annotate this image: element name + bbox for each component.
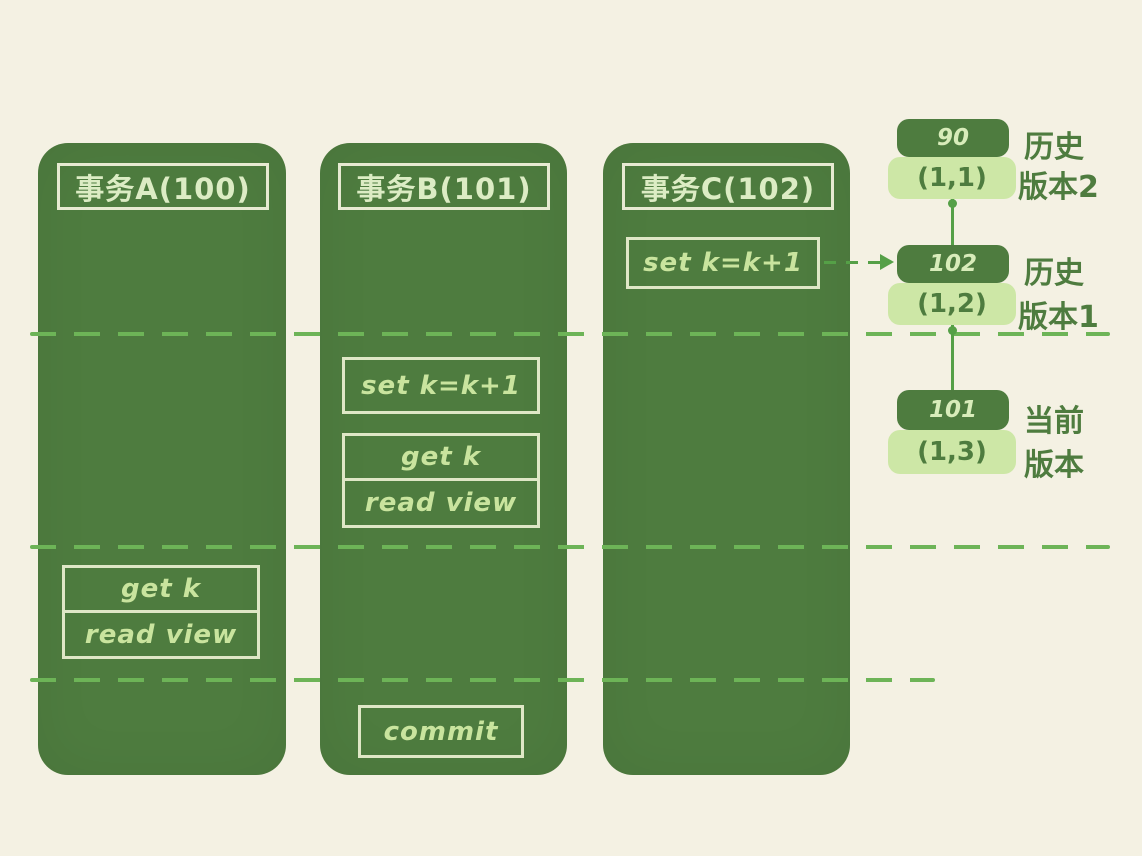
version1-value: (1,2) xyxy=(888,283,1016,325)
version1-label-line1: 历史 xyxy=(1024,256,1084,291)
transaction-a-title: 事务A(100) xyxy=(57,163,269,210)
transaction-b-read-view: read view xyxy=(342,481,540,528)
version2-label-line2: 版本2 xyxy=(1018,170,1099,205)
connector-dot-2 xyxy=(948,326,957,335)
version2-trx-id: 90 xyxy=(897,119,1009,157)
transaction-b-title: 事务B(101) xyxy=(338,163,550,210)
version1-label-line2: 版本1 xyxy=(1018,300,1099,335)
transaction-b-panel xyxy=(320,143,567,775)
current-version-label-line1: 当前 xyxy=(1024,404,1084,439)
transaction-a-get-k: get k xyxy=(62,565,260,613)
timeline-divider-2 xyxy=(30,545,1110,549)
version-chain-connector-2 xyxy=(951,325,954,390)
version2-value: (1,1) xyxy=(888,157,1016,199)
version-chain-connector-1 xyxy=(951,199,954,245)
connector-dot-1 xyxy=(948,199,957,208)
current-version-label-line2: 版本 xyxy=(1024,448,1084,483)
transaction-a-panel xyxy=(38,143,286,775)
transaction-b-commit: commit xyxy=(358,705,524,758)
transaction-c-title: 事务C(102) xyxy=(622,163,834,210)
transaction-c-panel xyxy=(603,143,850,775)
transaction-a-read-view: read view xyxy=(62,613,260,659)
version2-label-line1: 历史 xyxy=(1024,130,1084,165)
timeline-divider-3 xyxy=(30,678,935,682)
transaction-c-set-k: set k=k+1 xyxy=(626,237,820,289)
version1-trx-id: 102 xyxy=(897,245,1009,283)
set-to-version-arrow xyxy=(824,261,886,264)
timeline-divider-1 xyxy=(30,332,1110,336)
transaction-b-set-k: set k=k+1 xyxy=(342,357,540,414)
current-version-trx-id: 101 xyxy=(897,390,1009,430)
arrow-head-icon xyxy=(880,254,894,270)
transaction-b-get-k: get k xyxy=(342,433,540,481)
current-version-value: (1,3) xyxy=(888,430,1016,474)
